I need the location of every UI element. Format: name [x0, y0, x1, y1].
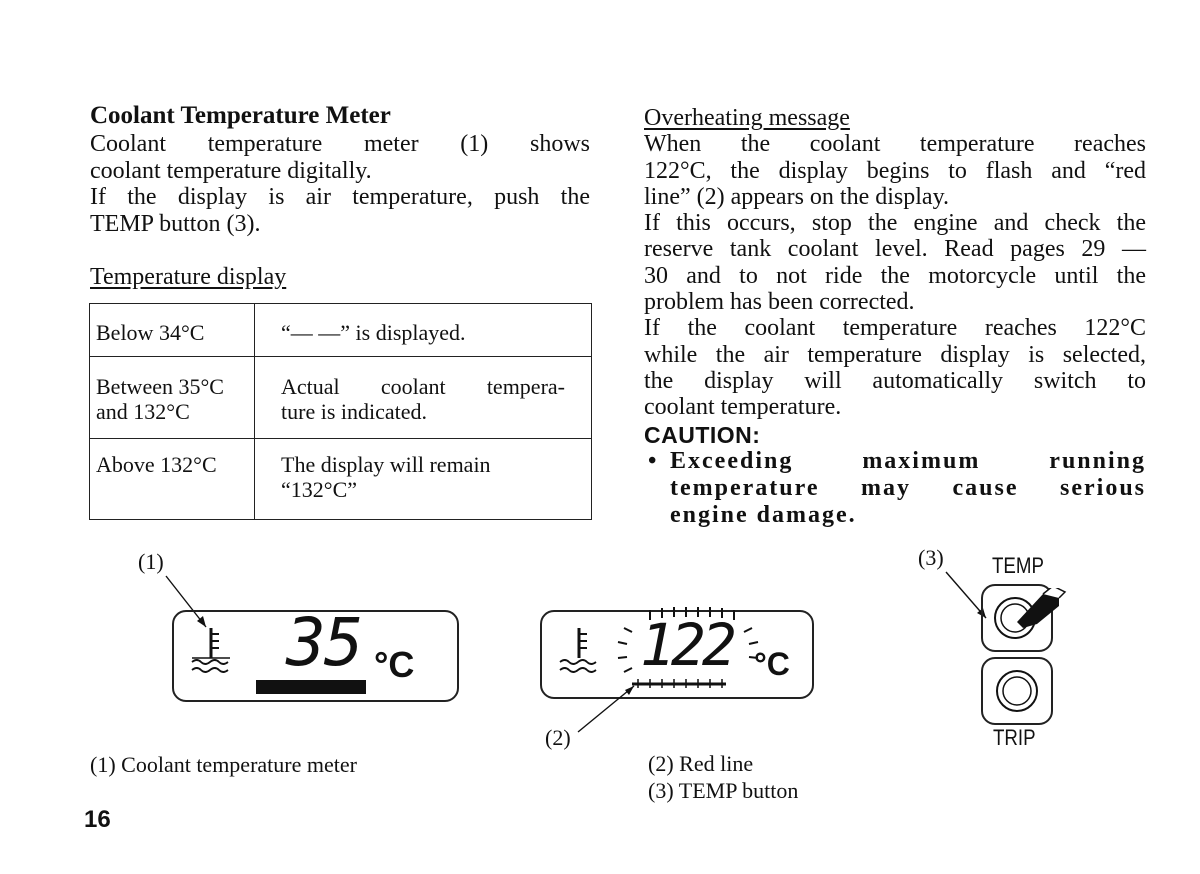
paragraph-line: If the coolant temperature reaches 122°C	[644, 315, 1146, 342]
paragraph-line: the display will automatically switch to	[644, 367, 1146, 394]
paragraph-line: while the air temperature display is sel…	[644, 341, 1146, 368]
overheating-section: Overheating message When the coolant tem…	[644, 105, 1146, 529]
lcd-reading: 35	[286, 604, 363, 681]
paragraph-line: 30 and to not ride the motorcycle until …	[644, 262, 1146, 289]
caption-coolant-meter: (1) Coolant temperature meter	[90, 752, 357, 777]
paragraph-line: If the display is air temperature, push …	[90, 184, 590, 210]
callout-3-label: (3)	[918, 545, 944, 570]
callout-2-label: (2)	[545, 725, 571, 750]
pressing-finger-icon	[994, 588, 1067, 639]
callout-2-leader	[577, 685, 635, 733]
coolant-thermometer-icon	[559, 628, 597, 673]
lcd-reading: 122	[640, 611, 737, 679]
flash-rays-icon	[617, 607, 759, 688]
trip-button-circle-icon	[996, 670, 1038, 712]
paragraph-line: coolant temperature.	[644, 394, 842, 421]
coolant-thermometer-icon	[191, 628, 230, 673]
temp-button-label: TEMP	[992, 553, 1044, 578]
paragraph-line: 122°C, the display begins to flash and “…	[644, 157, 1146, 184]
subheading: Overheating message	[644, 105, 850, 131]
paragraph-line: If this occurs, stop the engine and chec…	[644, 210, 1146, 237]
temperature-display-table: Below 34°C “— —” is displayed. Between 3…	[89, 303, 592, 520]
lcd-unit: °C	[374, 644, 415, 685]
caption-temp-button: (3) TEMP button	[648, 778, 799, 803]
table-cell-result: The display will remain“132°C”	[254, 438, 592, 520]
trip-button-label: TRIP	[993, 725, 1036, 750]
caution-line: temperature may cause serious	[670, 474, 1146, 501]
callout-1-label: (1)	[138, 549, 164, 574]
coolant-meter-paragraph: Coolant temperature meter (1) shows cool…	[90, 131, 590, 237]
lcd-unit: °C	[754, 646, 790, 682]
section-heading: Coolant Temperature Meter	[90, 102, 391, 129]
coolant-meter-lcd: 35 °C	[172, 604, 459, 702]
paragraph-line: TEMP button (3).	[90, 210, 261, 237]
trip-button[interactable]	[981, 657, 1053, 725]
table-row: Above 132°C The display will remain“132°…	[89, 438, 592, 520]
table-cell-range: Below 34°C	[89, 303, 255, 357]
temp-button[interactable]	[981, 584, 1067, 652]
table-title: Temperature display	[90, 264, 287, 290]
redline-lcd: 122 °C	[540, 607, 814, 699]
paragraph-line: line” (2) appears on the display.	[644, 183, 950, 210]
caution-label: CAUTION:	[644, 421, 761, 448]
paragraph-line: When the coolant temperature reaches	[644, 131, 1146, 158]
paragraph-line: reserve tank coolant level. Read pages 2…	[644, 236, 1146, 263]
caution-line: engine damage.	[670, 501, 857, 528]
table-cell-range: Above 132°C	[89, 438, 255, 520]
caution-text: Exceeding maximum running temperature ma…	[644, 448, 1146, 529]
page-number: 16	[84, 806, 111, 833]
table-cell-result: “— —” is displayed.	[254, 303, 592, 357]
temperature-bar-indicator	[256, 680, 366, 694]
callout-1-leader	[165, 575, 207, 628]
paragraph-line: problem has been corrected.	[644, 289, 915, 316]
caption-red-line: (2) Red line	[648, 751, 754, 776]
table-cell-result: Actual coolant tempera-ture is indicated…	[254, 356, 592, 439]
paragraph-line: Coolant temperature meter (1) shows	[90, 131, 590, 157]
paragraph-line: coolant temperature digitally.	[90, 157, 372, 184]
table-row: Below 34°C “— —” is displayed.	[89, 303, 592, 357]
caution-line: Exceeding maximum running	[670, 447, 1146, 474]
